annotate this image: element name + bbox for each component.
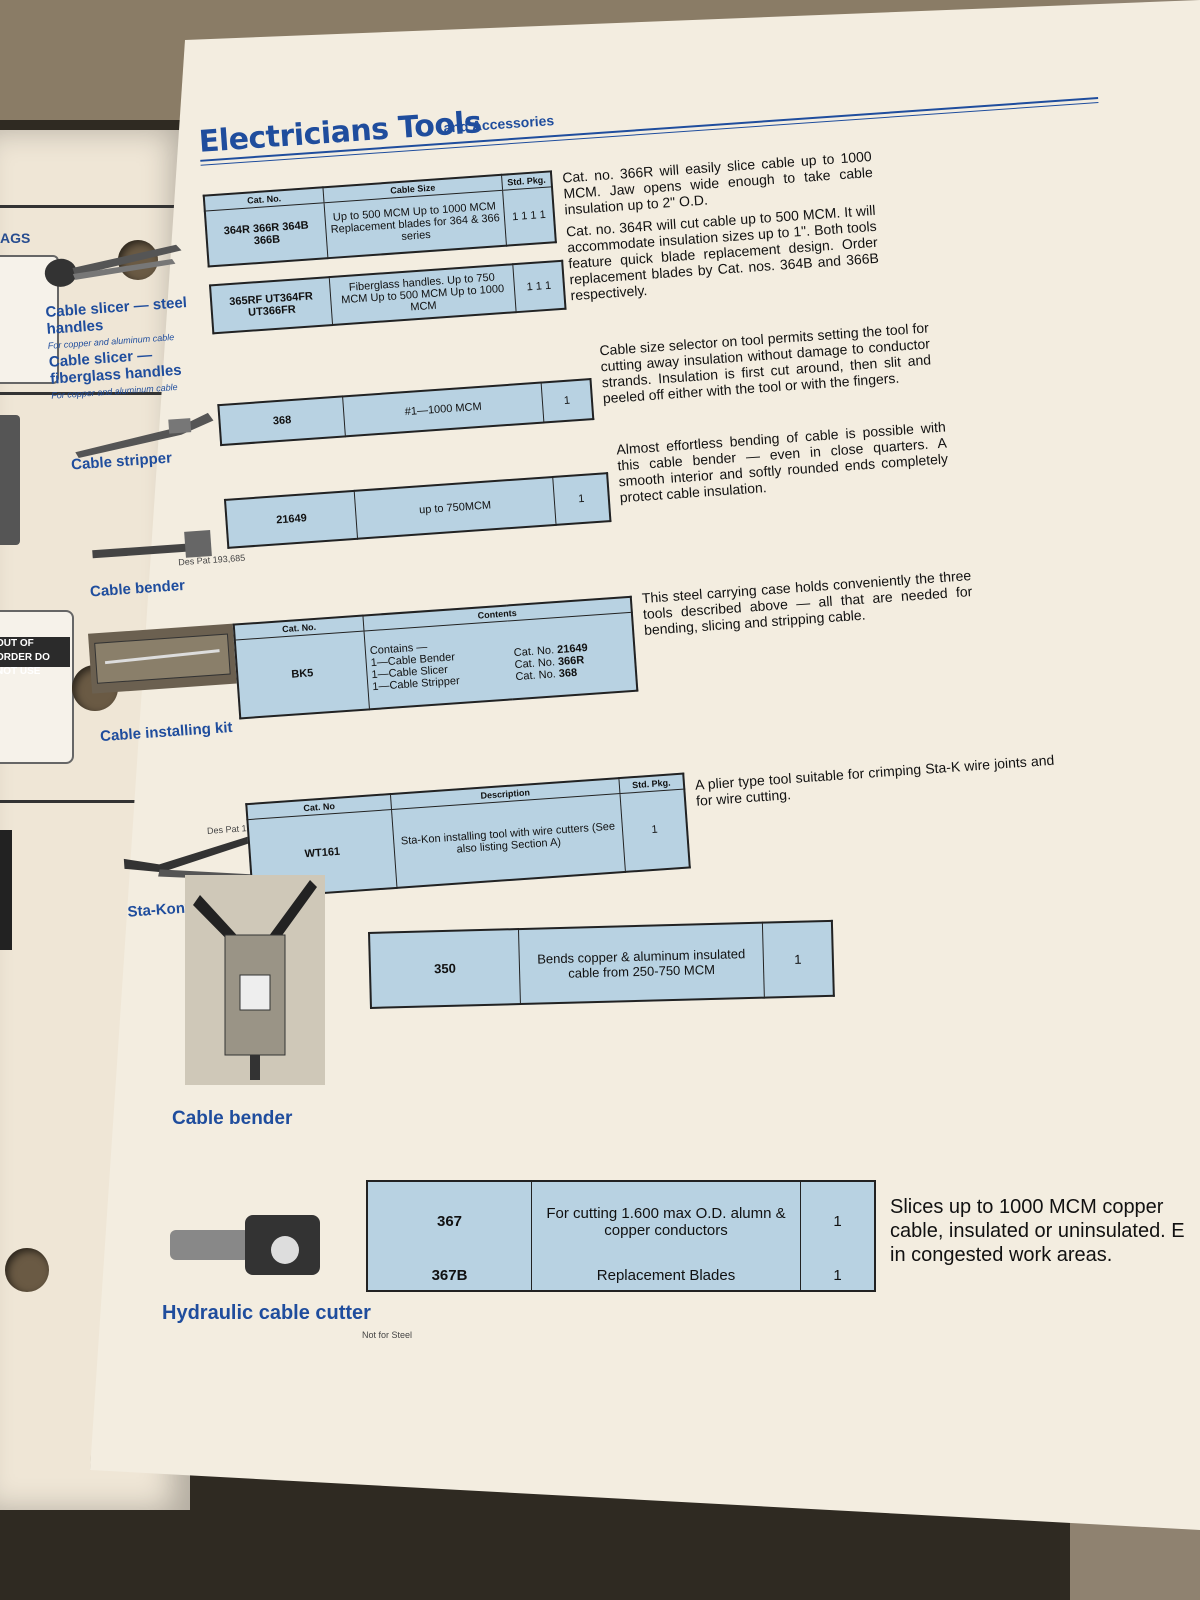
tag-text: OUT OF ORDER DO NOT USE: [0, 637, 70, 677]
hydraulic-cutter-note: Not for Steel: [362, 1330, 413, 1340]
hydraulic-cutter-label: Hydraulic cable cutter: [162, 1302, 371, 1324]
left-page-image: [0, 830, 12, 950]
cable-slicer-icon: [44, 244, 182, 287]
std-pkg: 1: [800, 1261, 875, 1291]
hydraulic-cutter-image: [160, 1210, 330, 1285]
cable-bender-2-table: 350 Bends copper & aluminum insulated ca…: [368, 919, 835, 1009]
left-page-heading: AGS: [0, 230, 31, 246]
cat-no: 367B: [431, 1267, 468, 1284]
cable-bender-2-label: Cable bender: [172, 1108, 293, 1129]
tag-illustration: [0, 415, 20, 545]
table-row: 350 Bends copper & aluminum insulated ca…: [369, 920, 834, 1008]
cable-bender-icon: [92, 530, 212, 559]
cable-stripper-icon: [75, 412, 214, 459]
cable-slicer-image: [41, 236, 194, 291]
description-cell: Bends copper & aluminum insulated cable …: [518, 922, 765, 1005]
left-page-rule: [0, 800, 185, 803]
binder-hole: [5, 1248, 49, 1292]
table-row: 367 For cutting 1.600 max O.D. alumn & c…: [367, 1181, 875, 1261]
page-content: Electricians Tools and Accessories Cable…: [44, 17, 1200, 1462]
cable-stripper-image: [68, 404, 221, 459]
cat-no: 367: [436, 1213, 463, 1230]
left-page-rule: [0, 205, 185, 208]
std-pkg: 1: [800, 1181, 875, 1261]
std-pkg: 1: [762, 920, 834, 998]
hydraulic-cutter-table: 367 For cutting 1.600 max O.D. alumn & c…: [366, 1180, 876, 1292]
cat-no: 350: [433, 960, 457, 977]
description-cell: For cutting 1.600 max O.D. alumn & coppe…: [531, 1181, 801, 1261]
cable-bender-photo: [185, 875, 325, 1085]
hydraulic-cutter-icon: [170, 1215, 320, 1275]
description-cell: Replacement Blades: [531, 1261, 801, 1291]
left-page-rule: [0, 392, 185, 395]
cable-bender-icon: [193, 880, 317, 1080]
hydraulic-cutter-description: Slices up to 1000 MCM copper cable, insu…: [890, 1196, 1185, 1266]
cable-bender-image: [86, 519, 228, 569]
cable-installing-kit-image: [88, 623, 237, 694]
table-row: 367B Replacement Blades 1: [367, 1261, 875, 1291]
tool-case-icon: [94, 633, 231, 684]
